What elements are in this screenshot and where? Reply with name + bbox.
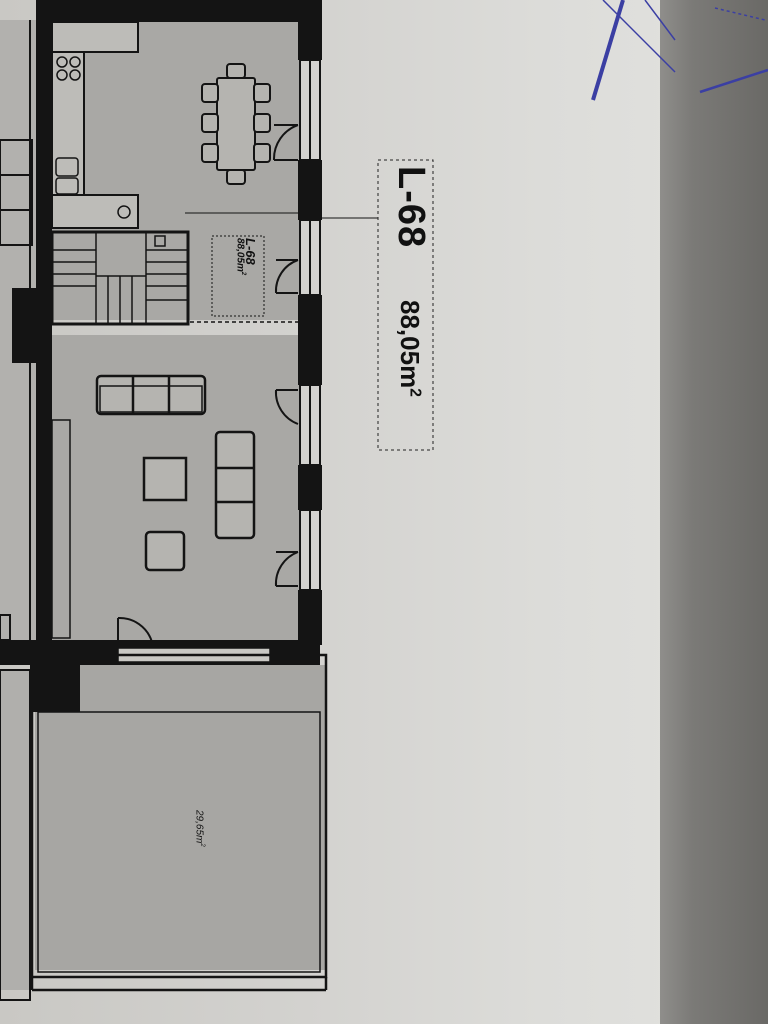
- ink-stamp-mark: [591, 0, 768, 101]
- balcony-area-label: 29,65m2: [194, 810, 205, 847]
- balcony-floor: [35, 665, 325, 970]
- neighbor-unit: [0, 20, 33, 641]
- unit-area-value: 88,05m: [395, 300, 425, 389]
- right-exterior-wall-upper: [298, 0, 322, 60]
- plan-unit-area-value: 88,05m: [234, 238, 246, 272]
- small-label-box: [211, 235, 265, 317]
- stove-icon: [56, 56, 81, 81]
- top-wall: [40, 0, 320, 22]
- plan-unit-area: 88,05m2: [235, 238, 246, 275]
- unit-area-label: 88,05m2: [394, 300, 425, 397]
- sofa-right: [214, 430, 256, 540]
- staircase: [50, 230, 190, 326]
- coffee-table: [142, 456, 188, 502]
- armchair: [144, 530, 186, 572]
- unit-label-box: [377, 159, 434, 451]
- lower-left-room: [0, 669, 31, 1001]
- door-swings: [117, 124, 299, 643]
- lower-left-floor: [0, 670, 30, 990]
- dining-table-set: [201, 63, 271, 185]
- right-wall-pier-1: [298, 160, 322, 220]
- balcony-outline: [30, 653, 328, 992]
- printed-brochure-page: L-68 88,05m2 L-68 88,05m2 29,65m2: [0, 0, 678, 1024]
- unit-area-exponent: 2: [406, 388, 424, 397]
- corner-column: [30, 640, 80, 712]
- adjacent-page-edge: [660, 0, 768, 1024]
- kitchen-dining-floor: [50, 20, 300, 320]
- plant-icon: [117, 205, 131, 219]
- floor-plan: [0, 0, 434, 1001]
- tv-unit: [51, 419, 71, 639]
- right-wall-pier-3: [298, 465, 322, 510]
- balcony-area-exponent: 2: [199, 843, 205, 847]
- sofa: [95, 374, 207, 416]
- right-wall-pier-4: [298, 590, 322, 645]
- right-wall-pier-2: [298, 295, 322, 385]
- sink-icon: [55, 157, 79, 195]
- unit-code-label: L-68: [390, 166, 432, 249]
- plan-unit-area-exponent: 2: [240, 271, 246, 276]
- kitchen-counter: [51, 21, 139, 229]
- balcony-area-value: 29,65m: [193, 810, 205, 844]
- facade-windows: [299, 59, 321, 591]
